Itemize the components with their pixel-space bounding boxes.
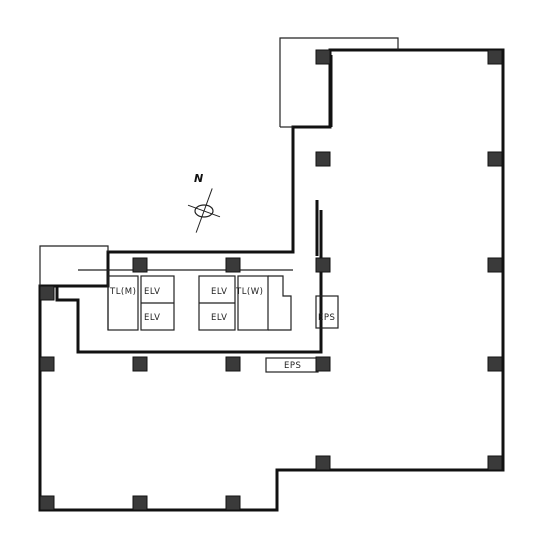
eps-box-right (315, 295, 339, 329)
column (487, 257, 503, 273)
top-left-annex (39, 245, 109, 286)
toilet-women-room (237, 275, 269, 331)
compass-icon (187, 188, 221, 233)
column (132, 257, 148, 273)
elevator-label: ELV (211, 313, 228, 323)
column (487, 49, 503, 65)
column (132, 495, 148, 511)
toilet-women-annex (268, 275, 292, 331)
upper-annex (279, 37, 399, 127)
column (132, 356, 148, 372)
column (315, 49, 331, 65)
column (225, 356, 241, 372)
elevator-label: ELV (144, 287, 161, 297)
core-corridor (55, 210, 323, 354)
column (487, 356, 503, 372)
column (487, 455, 503, 471)
column (225, 257, 241, 273)
outer-wall (38, 48, 505, 512)
column (39, 285, 55, 301)
eps-label: EPS (318, 313, 335, 323)
column (487, 151, 503, 167)
column (225, 495, 241, 511)
column (315, 257, 331, 273)
elevator-label: ELV (211, 287, 228, 297)
eps-label: EPS (284, 361, 301, 371)
column (39, 356, 55, 372)
column (315, 455, 331, 471)
elevator-label: ELV (144, 313, 161, 323)
column (39, 495, 55, 511)
toilet-men-label: TL(M) (109, 287, 136, 297)
toilet-women-label: TL(W) (235, 287, 263, 297)
columns (39, 49, 503, 511)
column (315, 151, 331, 167)
north-label: N (194, 172, 203, 185)
column (315, 356, 331, 372)
toilet-men-room (107, 275, 139, 331)
